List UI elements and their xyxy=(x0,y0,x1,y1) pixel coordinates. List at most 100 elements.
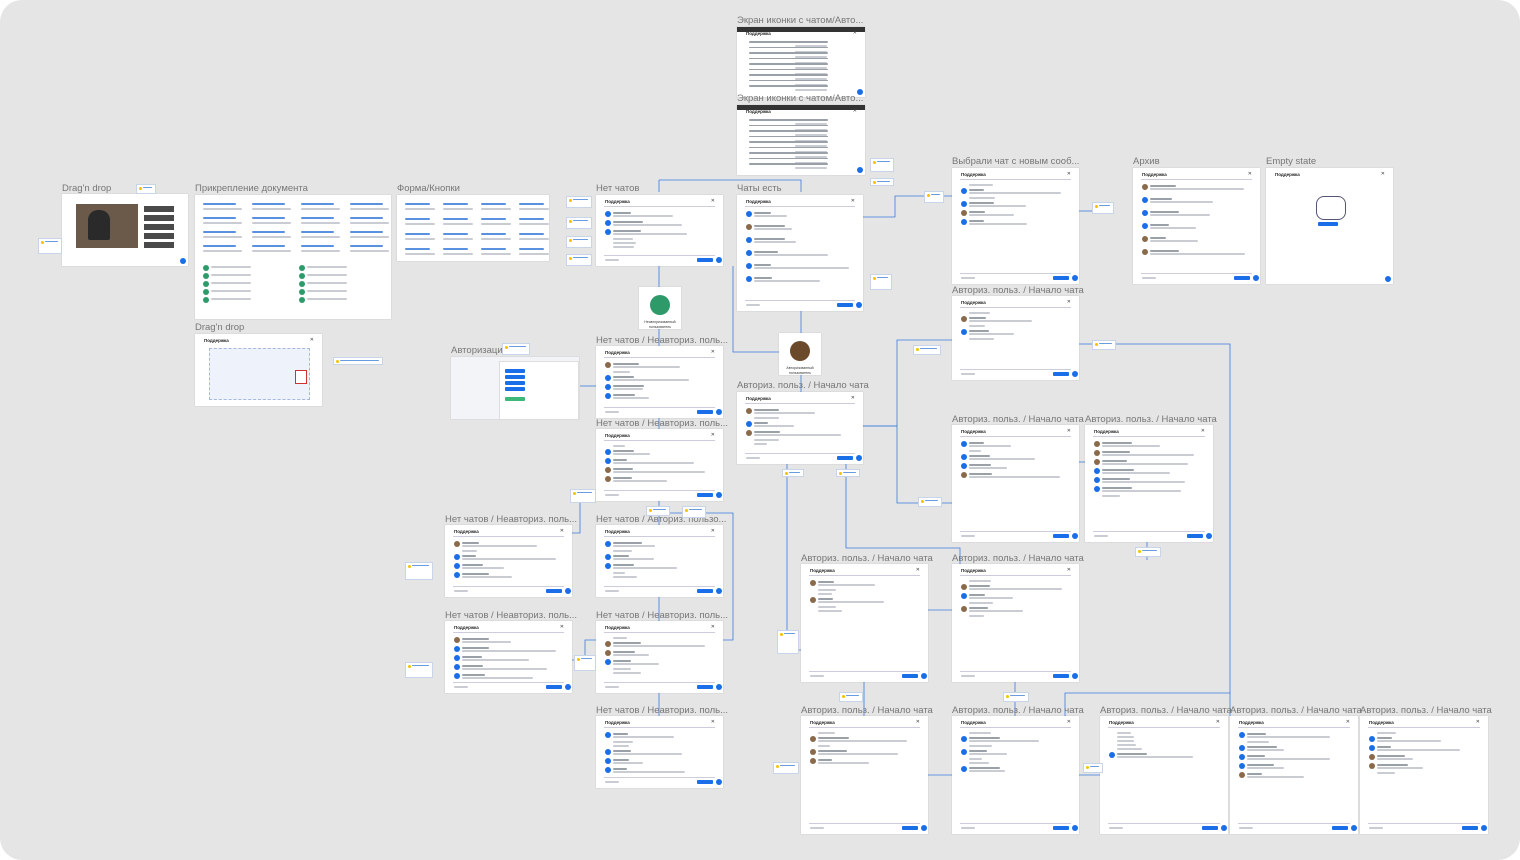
send-button[interactable] xyxy=(697,589,713,593)
chat-bubble-icon[interactable] xyxy=(1253,275,1259,281)
comment-note[interactable] xyxy=(924,191,944,203)
close-icon[interactable]: ✕ xyxy=(850,198,855,204)
form-field[interactable] xyxy=(350,222,390,224)
send-button[interactable] xyxy=(902,674,918,678)
form-field[interactable] xyxy=(203,250,243,252)
chat-bubble-icon[interactable] xyxy=(1206,533,1212,539)
chat-bubble-icon[interactable] xyxy=(1385,276,1391,282)
frame-f12[interactable] xyxy=(451,357,579,419)
frame-f15[interactable]: Поддержка✕ xyxy=(952,296,1079,380)
form-field[interactable] xyxy=(203,236,243,238)
close-icon[interactable]: ✕ xyxy=(309,337,314,343)
close-icon[interactable]: ✕ xyxy=(852,30,857,36)
frame-label[interactable]: Авторизация xyxy=(451,345,508,356)
close-icon[interactable]: ✕ xyxy=(1215,719,1220,725)
close-icon[interactable]: ✕ xyxy=(1066,428,1071,434)
chat-bubble-icon[interactable] xyxy=(1221,825,1227,831)
close-icon[interactable]: ✕ xyxy=(559,528,564,534)
frame-f7[interactable]: Поддержка✕ xyxy=(737,195,863,311)
frame-label[interactable]: Нет чатов / Неавториз. поль... xyxy=(596,705,728,716)
send-button[interactable] xyxy=(1053,534,1069,538)
frame-label[interactable]: Авториз. польз. / Начало чата xyxy=(952,414,1084,425)
close-icon[interactable]: ✕ xyxy=(1380,171,1385,177)
close-icon[interactable]: ✕ xyxy=(710,624,715,630)
auth-option-button[interactable] xyxy=(505,387,525,391)
chat-bubble-icon[interactable] xyxy=(1072,275,1078,281)
close-icon[interactable]: ✕ xyxy=(1200,428,1205,434)
comment-note[interactable] xyxy=(136,184,156,194)
form-field[interactable] xyxy=(519,208,549,210)
comment-note[interactable] xyxy=(1003,692,1029,702)
send-button[interactable] xyxy=(1053,674,1069,678)
chat-bubble-icon[interactable] xyxy=(1481,825,1487,831)
comment-note[interactable] xyxy=(333,357,383,365)
comment-note[interactable] xyxy=(566,196,592,208)
frame-label[interactable]: Авториз. польз. / Начало чата xyxy=(1085,414,1217,425)
comment-note[interactable] xyxy=(38,238,62,254)
form-field[interactable] xyxy=(481,238,512,240)
frame-label[interactable]: Empty state xyxy=(1266,156,1317,167)
form-field[interactable] xyxy=(443,208,474,210)
comment-note[interactable] xyxy=(574,655,596,671)
frame-label[interactable]: Нет чатов / Авториз. пользо... xyxy=(596,514,727,525)
frame-label[interactable]: Нет чатов xyxy=(596,183,640,194)
comment-note[interactable] xyxy=(405,562,433,580)
auth-option-button[interactable] xyxy=(505,369,525,373)
frame-f2[interactable]: Поддержка✕ xyxy=(737,105,865,175)
send-button[interactable] xyxy=(1332,826,1348,830)
close-icon[interactable]: ✕ xyxy=(710,719,715,725)
frame-label[interactable]: Авториз. польз. / Начало чата xyxy=(801,553,933,564)
chat-bubble-icon[interactable] xyxy=(1351,825,1357,831)
close-icon[interactable]: ✕ xyxy=(1247,171,1252,177)
frame-label[interactable]: Нет чатов / Неавториз. поль... xyxy=(445,514,577,525)
frame-label[interactable]: Прикрепление документа xyxy=(195,183,308,194)
chat-bubble-icon[interactable] xyxy=(716,492,722,498)
chat-bubble-icon[interactable] xyxy=(716,257,722,263)
close-icon[interactable]: ✕ xyxy=(1066,171,1071,177)
frame-label[interactable]: Drag'n drop xyxy=(195,322,245,333)
send-button[interactable] xyxy=(1234,276,1250,280)
frame-label[interactable]: Авториз. польз. / Начало чата xyxy=(737,380,869,391)
chat-bubble-icon[interactable] xyxy=(565,684,571,690)
form-field[interactable] xyxy=(252,222,292,224)
form-field[interactable] xyxy=(519,253,549,255)
form-field[interactable] xyxy=(203,208,243,210)
frame-f8[interactable]: Поддержка✕ xyxy=(952,168,1079,284)
form-field[interactable] xyxy=(443,238,474,240)
close-icon[interactable]: ✕ xyxy=(710,198,715,204)
frame-label[interactable]: Авториз. польз. / Начало чата xyxy=(1100,705,1232,716)
form-field[interactable] xyxy=(481,208,512,210)
chat-bubble-icon[interactable] xyxy=(1072,371,1078,377)
chat-bubble-icon[interactable] xyxy=(716,409,722,415)
send-button[interactable] xyxy=(837,303,853,307)
start-chat-button[interactable] xyxy=(1318,222,1338,226)
persona-card[interactable]: Авторизованный пользователь xyxy=(779,333,821,375)
comment-note[interactable] xyxy=(1135,547,1161,557)
chat-bubble-icon[interactable] xyxy=(565,588,571,594)
form-field[interactable] xyxy=(350,250,390,252)
frame-f11[interactable]: Поддержка✕ xyxy=(195,334,322,406)
frame-f25[interactable]: Поддержка✕ xyxy=(596,716,723,788)
chat-bubble-icon[interactable] xyxy=(857,89,863,95)
chat-bubble-icon[interactable] xyxy=(716,588,722,594)
chat-bubble-icon[interactable] xyxy=(856,455,862,461)
comment-note[interactable] xyxy=(870,274,892,290)
form-field[interactable] xyxy=(350,236,390,238)
frame-f26[interactable]: Поддержка✕ xyxy=(801,716,928,834)
close-icon[interactable]: ✕ xyxy=(852,108,857,114)
frame-label[interactable]: Нет чатов / Неавториз. поль... xyxy=(596,418,728,429)
close-icon[interactable]: ✕ xyxy=(710,432,715,438)
close-icon[interactable]: ✕ xyxy=(1345,719,1350,725)
form-field[interactable] xyxy=(252,208,292,210)
frame-label[interactable]: Авториз. польз. / Начало чата xyxy=(1360,705,1492,716)
send-button[interactable] xyxy=(1462,826,1478,830)
frame-f21[interactable]: Поддержка✕ xyxy=(801,564,928,682)
frame-label[interactable]: Выбрали чат с новым сооб... xyxy=(952,156,1080,167)
frame-f3[interactable] xyxy=(62,194,188,266)
form-field[interactable] xyxy=(301,250,341,252)
frame-f6[interactable]: Поддержка✕ xyxy=(596,195,723,266)
chat-bubble-icon[interactable] xyxy=(1072,673,1078,679)
frame-f17[interactable]: Поддержка✕ xyxy=(952,425,1079,542)
frame-label[interactable]: Чаты есть xyxy=(737,183,782,194)
